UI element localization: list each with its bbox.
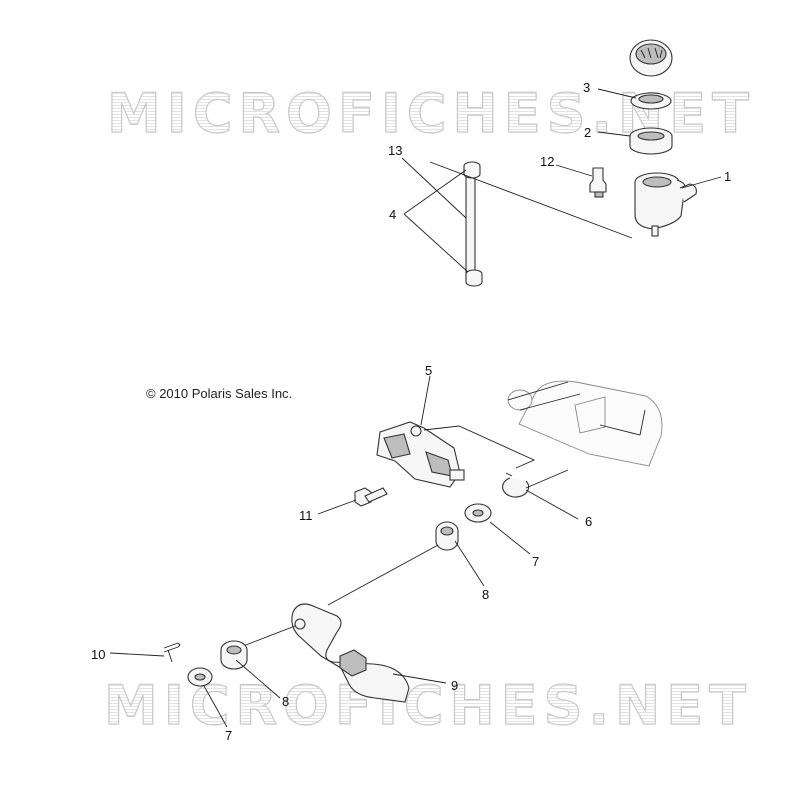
seal-part-2 — [629, 127, 673, 155]
cotter-pin-part-10 — [163, 642, 181, 663]
assembly-line-pedal-left — [237, 625, 296, 649]
callout-11: 11 — [299, 508, 313, 523]
callout-6: 6 — [585, 514, 592, 529]
reservoir-cap — [629, 39, 673, 77]
washer-part-7-lower — [187, 667, 213, 687]
callout-2: 2 — [584, 125, 591, 140]
fitting-part-12 — [589, 167, 607, 198]
bushing-part-8-upper — [435, 521, 459, 551]
callout-13: 13 — [388, 143, 402, 158]
reservoir-body-part-1 — [634, 172, 697, 237]
callout-8-upper: 8 — [482, 587, 489, 602]
copyright-notice: © 2010 Polaris Sales Inc. — [146, 386, 293, 401]
assembly-line-upper — [429, 161, 633, 239]
callout-4: 4 — [389, 207, 396, 222]
leader-lines — [109, 88, 722, 728]
assembly-line-circlip — [525, 469, 569, 489]
bolt-part-11 — [354, 487, 388, 507]
brake-pedal-part-9 — [291, 603, 410, 703]
callout-7-lower: 7 — [225, 728, 232, 743]
callout-9: 9 — [451, 678, 458, 693]
diaphragm-part-3 — [630, 92, 672, 110]
callout-12: 12 — [540, 154, 554, 169]
clamp-lower-part-4 — [465, 269, 483, 287]
callout-1: 1 — [724, 169, 731, 184]
assembly-line-pedal — [327, 544, 439, 606]
callout-10: 10 — [91, 647, 105, 662]
hose-part-13 — [465, 171, 476, 278]
master-cylinder-part-5 — [376, 421, 465, 488]
bushing-part-8-lower — [220, 640, 248, 670]
callout-7-upper: 7 — [532, 554, 539, 569]
callout-8-lower: 8 — [282, 694, 289, 709]
callout-5: 5 — [425, 363, 432, 378]
circlip-part-6 — [502, 472, 530, 498]
callout-3: 3 — [583, 80, 590, 95]
assembly-line-cylinder — [423, 425, 536, 469]
watermark-bottom: MICROFICHES.NET — [103, 673, 752, 737]
washer-part-7-upper — [464, 503, 492, 523]
frame-outline — [507, 380, 663, 467]
